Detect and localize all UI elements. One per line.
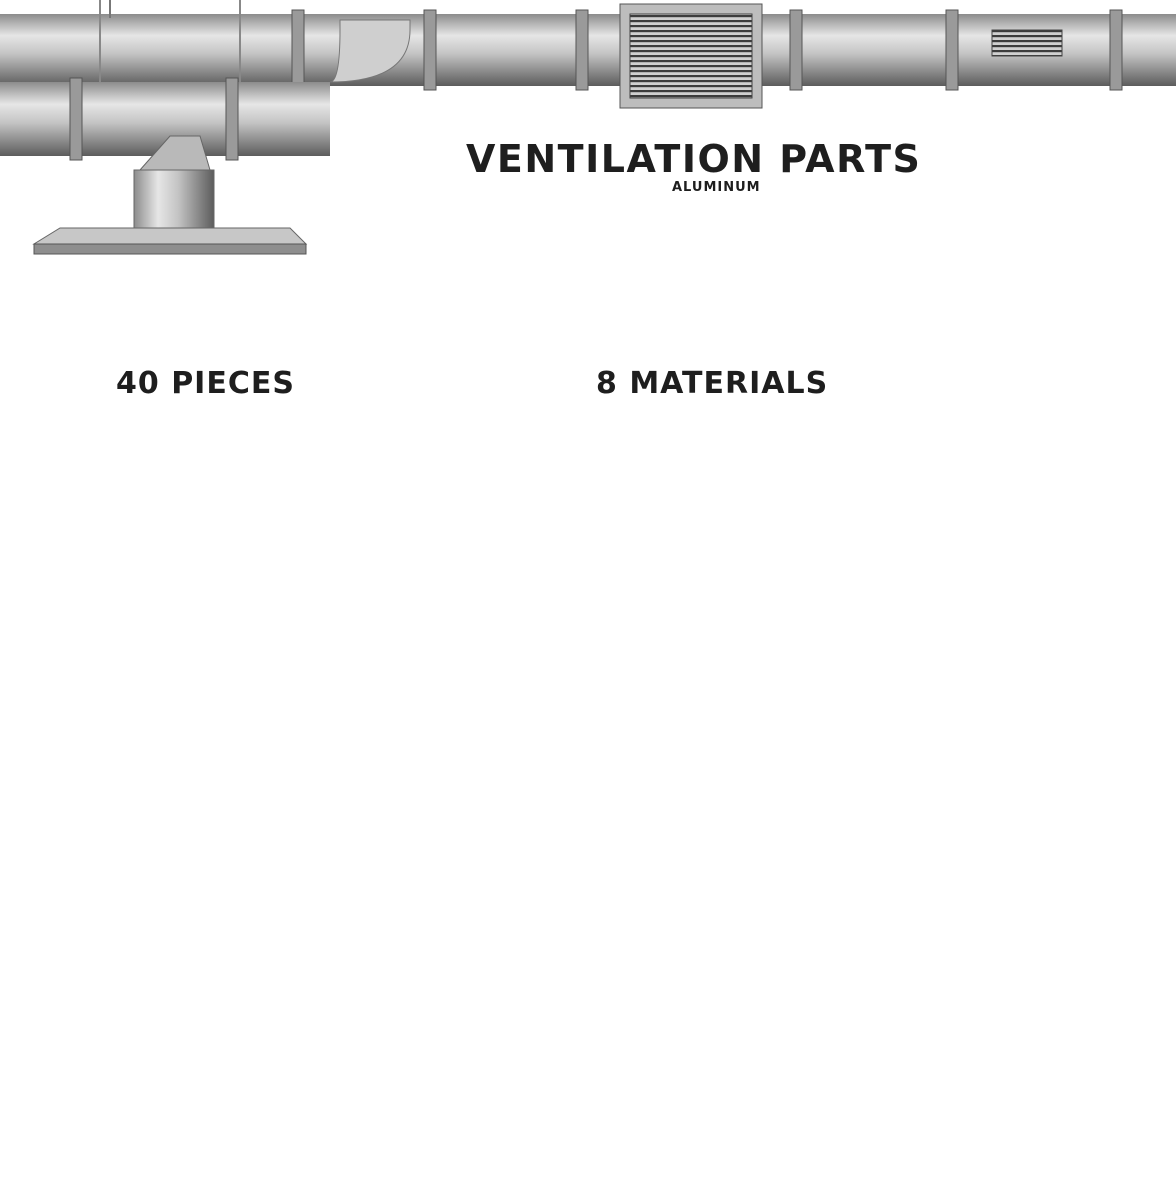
page-title: VENTILATION PARTS [466, 137, 922, 181]
pieces-count-label: 40 PIECES [116, 366, 295, 401]
materials-count-label: 8 MATERIALS [596, 366, 829, 401]
top-round-duct-assembly [0, 0, 1176, 255]
material-subtitle: ALUMINUM [672, 180, 761, 195]
